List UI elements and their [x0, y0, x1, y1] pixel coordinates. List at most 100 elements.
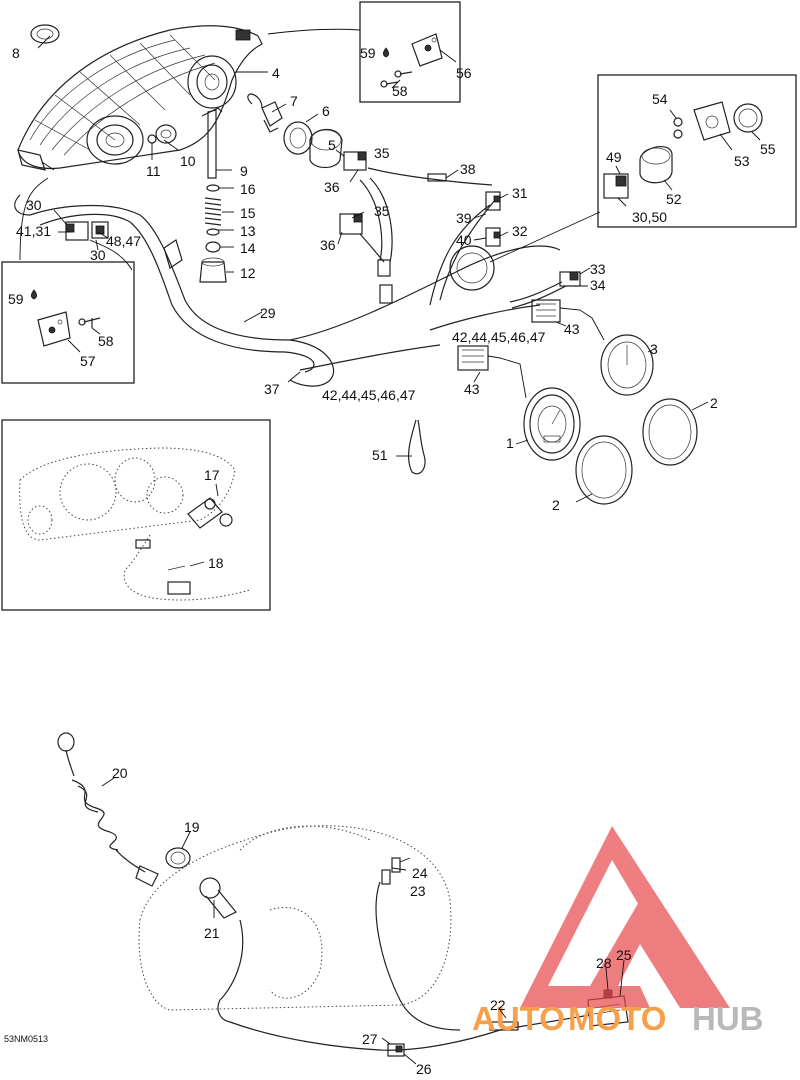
connector-part-18 — [167, 565, 191, 595]
callout-30-bottom: 30 — [90, 247, 106, 263]
callout-12: 12 — [240, 265, 256, 281]
callout-42-lower: 42,44,45,46,47 — [322, 387, 416, 403]
cap-part-19 — [165, 847, 191, 869]
callout-3: 3 — [650, 341, 658, 357]
callout-53: 53 — [734, 153, 750, 169]
callout-55: 55 — [760, 141, 776, 157]
callout-43-lower: 43 — [464, 381, 480, 397]
callout-35-lower: 35 — [374, 203, 390, 219]
callout-56: 56 — [456, 65, 472, 81]
callout-43-upper: 43 — [564, 321, 580, 337]
gauge-part-1 — [523, 387, 581, 461]
callout-54: 54 — [652, 91, 668, 107]
callout-34: 34 — [590, 277, 606, 293]
dashboard-outline — [19, 447, 236, 541]
connector-part-43-lower — [457, 345, 489, 371]
bracket-part-53 — [693, 101, 731, 141]
connector-part-27 — [387, 1043, 405, 1057]
headlight-assembly — [17, 25, 263, 171]
inset-box-ignition — [1, 419, 271, 611]
callout-29: 29 — [260, 305, 276, 321]
callout-52: 52 — [666, 191, 682, 207]
connector-part-31 — [485, 191, 501, 211]
leader-lines — [19, 28, 761, 1065]
boot-part-5 — [309, 128, 343, 169]
callout-27: 27 — [362, 1031, 378, 1047]
callout-16: 16 — [240, 181, 256, 197]
console-outline — [138, 825, 452, 1011]
callout-28: 28 — [596, 955, 612, 971]
callout-31: 31 — [512, 185, 528, 201]
callout-58-left: 58 — [98, 333, 114, 349]
drop-icon-59-top — [382, 47, 390, 58]
callout-57: 57 — [80, 353, 96, 369]
callout-26: 26 — [416, 1061, 432, 1077]
cable-tie-part-51 — [408, 419, 426, 475]
harness-tab-left — [163, 239, 183, 269]
gauge-part-3 — [600, 334, 654, 396]
clip-part-8 — [30, 24, 60, 44]
callout-49: 49 — [606, 149, 622, 165]
callout-7: 7 — [290, 93, 298, 109]
callout-19: 19 — [184, 819, 200, 835]
callout-59-left: 59 — [8, 291, 24, 307]
connector-part-49 — [603, 173, 629, 199]
washer-part-13 — [206, 228, 220, 236]
callout-37: 37 — [264, 381, 280, 397]
callout-30-top: 30 — [26, 197, 42, 213]
callout-35-upper: 35 — [374, 145, 390, 161]
watermark-text: AUTO MOTO HUB — [472, 1000, 764, 1037]
callout-17: 17 — [204, 467, 220, 483]
connector-part-30-left — [65, 221, 109, 241]
rod-part-9 — [201, 107, 223, 179]
callout-4: 4 — [272, 65, 280, 81]
callout-58-top: 58 — [392, 83, 408, 99]
watermark-logo — [520, 826, 730, 1008]
callout-25: 25 — [616, 947, 632, 963]
seal-part-6 — [283, 121, 313, 155]
bracket-part-57 — [37, 311, 71, 347]
callout-38: 38 — [460, 161, 476, 177]
svg-text:HUB: HUB — [692, 1000, 764, 1037]
callout-51: 51 — [372, 447, 388, 463]
callout-30-50: 30,50 — [632, 209, 667, 225]
bracket-part-56 — [411, 33, 443, 67]
callout-9: 9 — [240, 163, 248, 179]
callout-59-top: 59 — [360, 45, 376, 61]
spring-part-15 — [204, 197, 222, 226]
callout-11: 11 — [146, 163, 161, 179]
callout-labels: 8 4 7 6 5 10 11 9 16 15 13 14 12 29 37 3… — [4, 45, 776, 1077]
callout-13: 13 — [240, 223, 256, 239]
callout-32: 32 — [512, 223, 528, 239]
callout-14: 14 — [240, 240, 256, 256]
callout-10: 10 — [180, 153, 196, 169]
connector-part-32 — [485, 227, 501, 247]
callout-8: 8 — [12, 45, 20, 61]
lens-ring-part-55 — [733, 103, 763, 133]
callout-23: 23 — [410, 883, 426, 899]
connector-part-24 — [391, 857, 401, 873]
callout-36-upper: 36 — [324, 179, 340, 195]
socket-part-52 — [639, 145, 673, 184]
sleeve-part-22 — [489, 1021, 519, 1031]
callout-22: 22 — [490, 997, 506, 1013]
callout-33: 33 — [590, 261, 606, 277]
inset-box-tail-light — [597, 74, 797, 228]
svg-text:AUTO: AUTO — [472, 1000, 565, 1037]
callout-18: 18 — [208, 555, 224, 571]
washer-part-16 — [206, 184, 220, 192]
callout-2-lower: 2 — [552, 497, 560, 513]
connector-part-35-upper — [343, 151, 367, 171]
callout-20: 20 — [112, 765, 128, 781]
bezel-part-2-lower — [575, 435, 633, 505]
connector-part-35-lower — [339, 213, 393, 304]
callout-41-31: 41,31 — [16, 223, 51, 239]
callout-24: 24 — [412, 865, 428, 881]
callout-21: 21 — [204, 925, 220, 941]
ignition-switch-part-17 — [123, 497, 251, 601]
grommet-part-10 — [155, 124, 177, 144]
callout-1: 1 — [506, 435, 514, 451]
screw-part-58-left — [78, 317, 101, 328]
callout-6: 6 — [322, 103, 330, 119]
